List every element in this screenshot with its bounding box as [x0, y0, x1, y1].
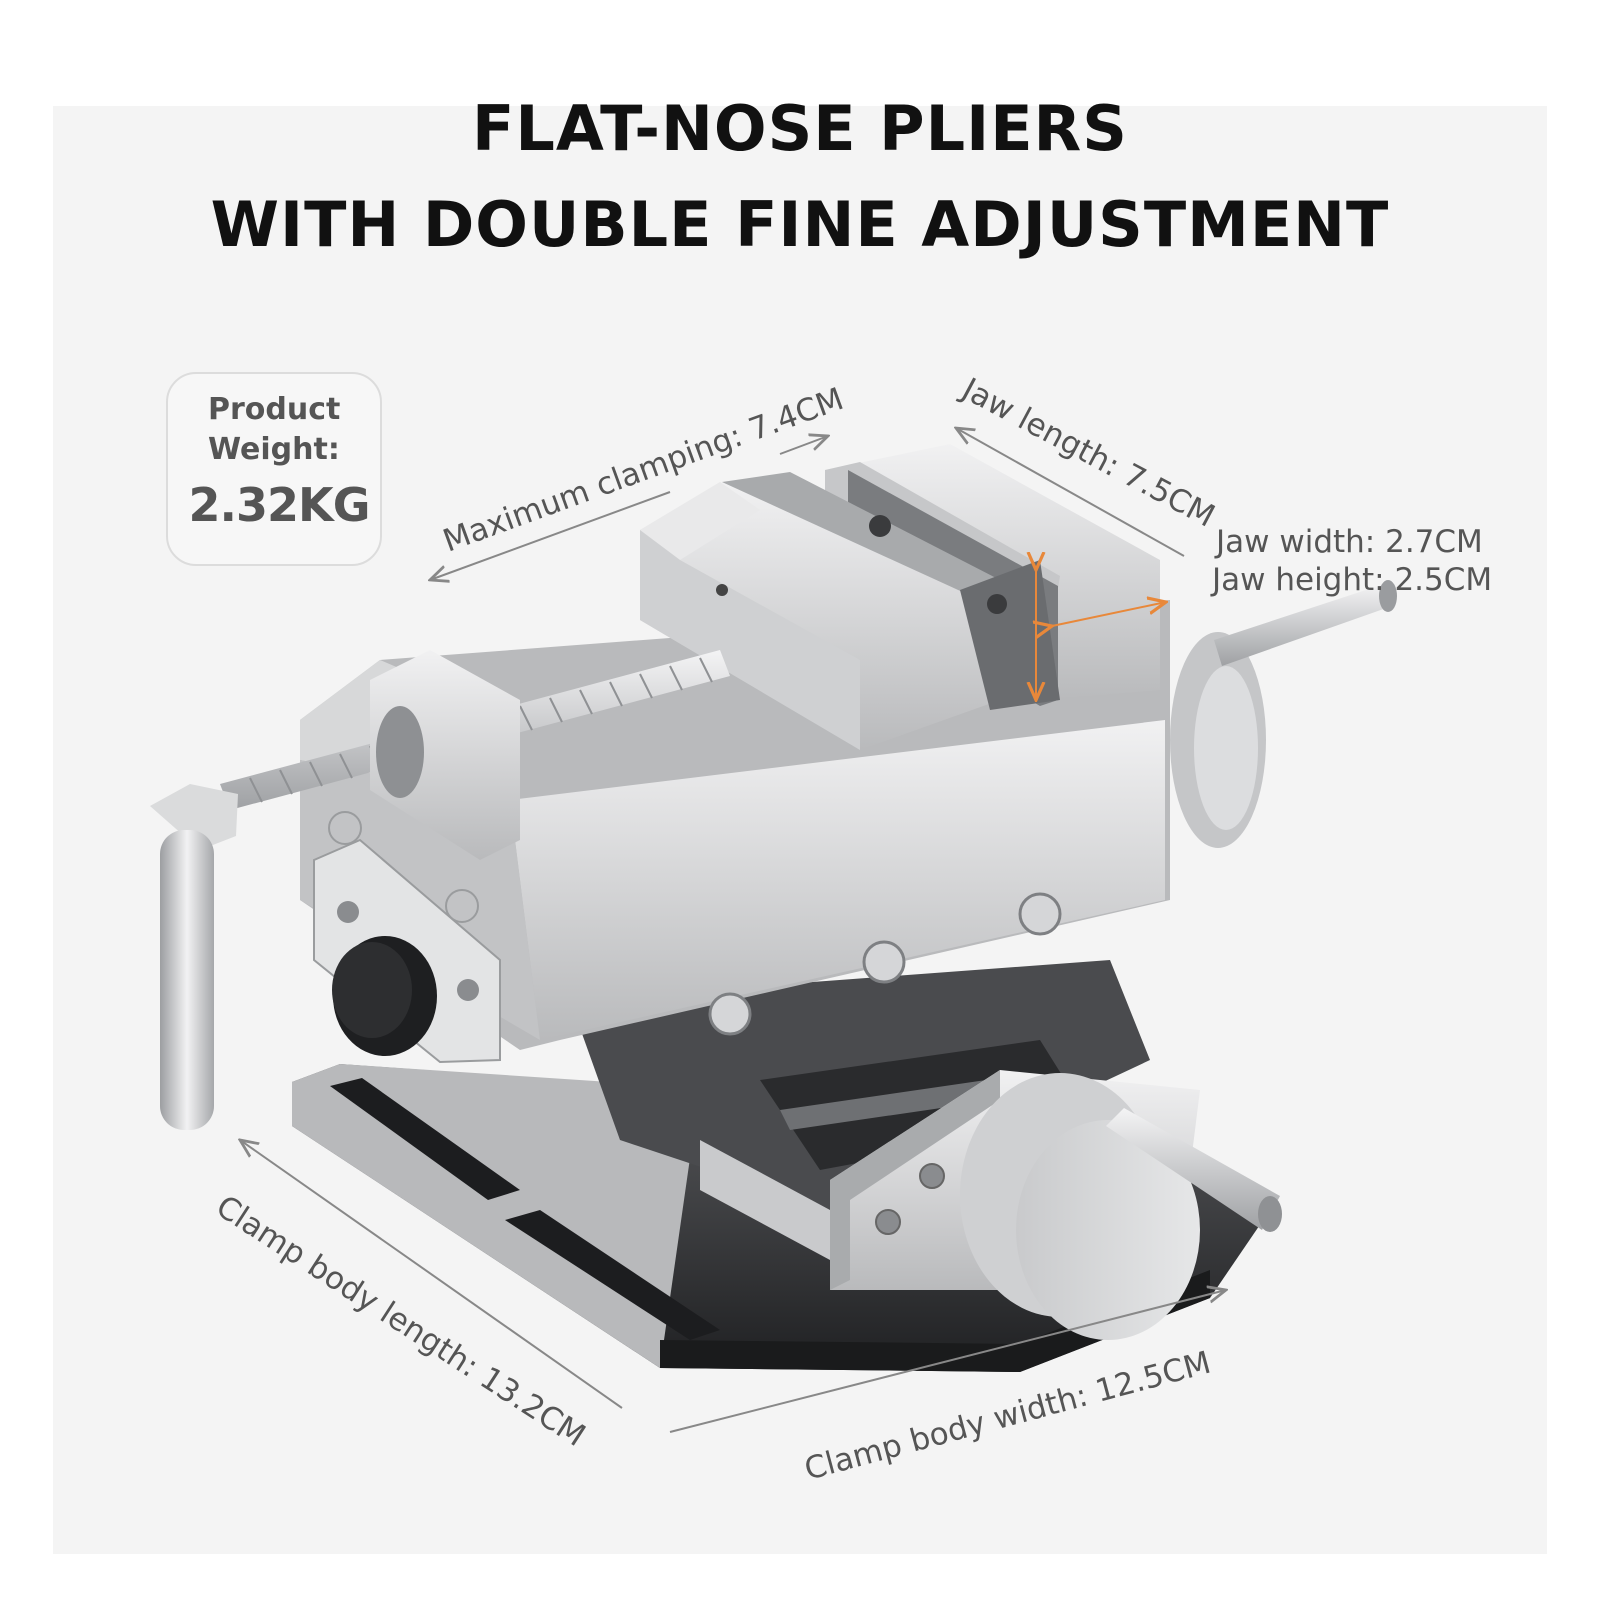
max-clamping-dimension-line [430, 436, 828, 580]
base-slot-right [505, 1210, 720, 1340]
product-weight-value: 2.32KG [188, 478, 371, 532]
rear-handwheel [1170, 632, 1266, 848]
rear-handle-rod [1214, 580, 1397, 666]
lock-knob-icon [332, 936, 437, 1056]
jaw-width-marker [1052, 602, 1166, 626]
page-title-line-2: WITH DOUBLE FINE ADJUSTMENT [210, 188, 1390, 261]
jaw-width-label: Jaw width: 2.7CM [1214, 524, 1483, 560]
screw-support-block [370, 650, 520, 860]
page-title-line-1: FLAT-NOSE PLIERS [472, 92, 1128, 165]
body-length-dimension-line [240, 1140, 623, 1409]
product-weight-label: Product Weight: [208, 392, 341, 467]
base-slot-left [330, 1078, 520, 1200]
product-weight-card: Product Weight: 2.32KG [166, 372, 382, 566]
side-handle [150, 784, 238, 1130]
jaw-height-label: Jaw height: 2.5CM [1210, 562, 1492, 598]
body-bolts [328, 811, 1062, 1036]
movable-jaw [640, 472, 1000, 750]
front-handwheel [960, 1073, 1200, 1340]
jaw-length-dimension-line [956, 428, 1185, 557]
front-handle-rod [1106, 1108, 1282, 1232]
body-width-dimension-line [669, 1290, 1226, 1433]
